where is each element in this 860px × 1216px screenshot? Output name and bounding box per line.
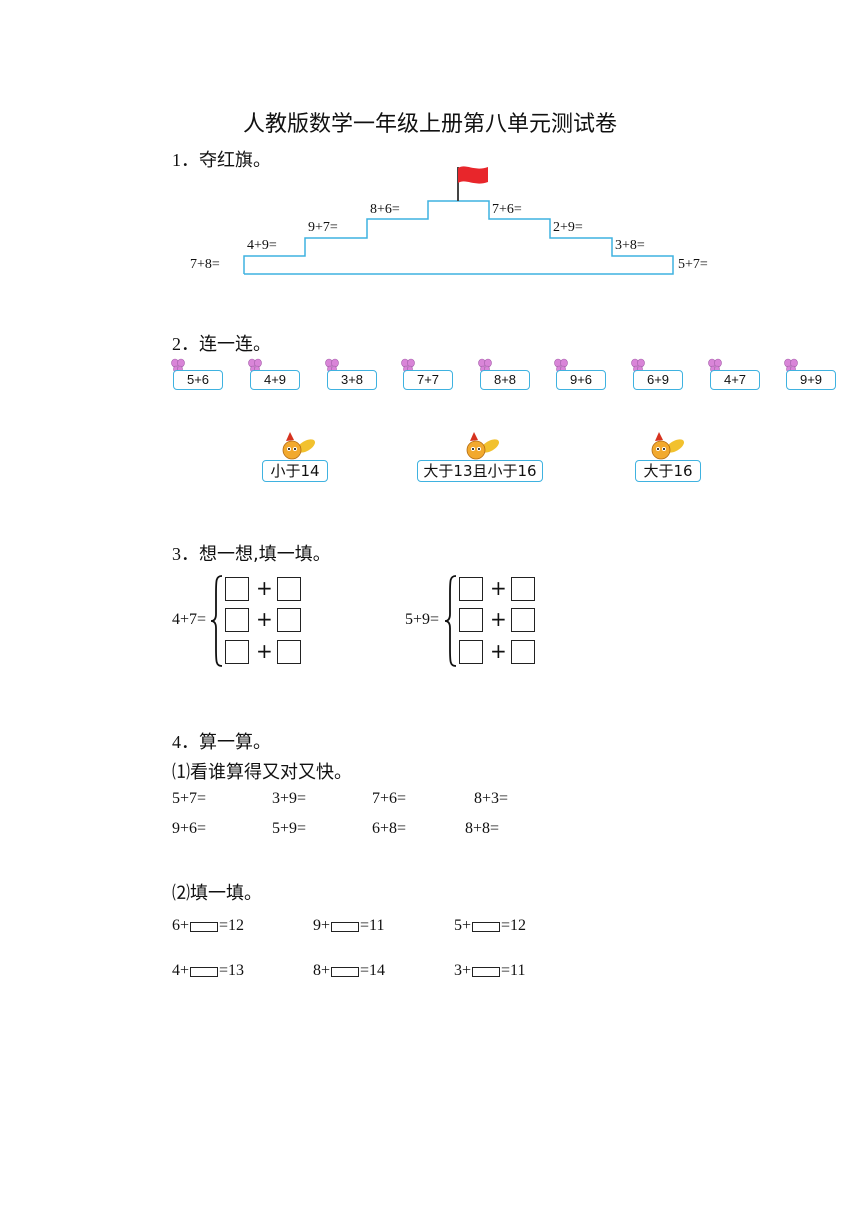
answer-box[interactable] [511, 577, 535, 601]
calc-item: 8+3= [474, 790, 509, 807]
fill-blank-prefix: 6+ [172, 917, 190, 934]
step-expression: 9+7= [308, 220, 338, 235]
match-card[interactable]: 5+6 [173, 370, 223, 390]
fill-blank-box[interactable] [331, 967, 360, 977]
fill-blank-box[interactable] [472, 922, 501, 932]
calc-item: 3+9= [272, 790, 307, 807]
fill-blank-item: 8+ =14 [313, 962, 385, 980]
step-expression: 8+6= [370, 202, 400, 217]
decompose-expression: 5+9= [405, 611, 440, 628]
match-card[interactable]: 9+6 [556, 370, 606, 390]
answer-box[interactable] [225, 640, 249, 664]
bird-icon [282, 432, 316, 460]
match-card[interactable]: 6+9 [633, 370, 683, 390]
fill-blank-suffix: =13 [219, 962, 245, 979]
staircase-outline [243, 200, 674, 275]
question-4-heading: 4．算一算。 [172, 728, 271, 754]
answer-box[interactable] [459, 608, 483, 632]
question-1-text: 夺红旗。 [199, 150, 271, 171]
calc-item: 5+7= [172, 790, 207, 807]
match-target[interactable]: 大于16 [635, 460, 701, 482]
page-title: 人教版数学一年级上册第八单元测试卷 [242, 112, 617, 137]
step-expression: 5+7= [678, 257, 708, 272]
plus-sign: + [256, 607, 273, 631]
fill-blank-item: 5+ =12 [454, 917, 526, 935]
part-2-heading: ⑵填一填。 [172, 883, 262, 904]
question-1-heading: 1．夺红旗。 [172, 146, 271, 172]
fill-blank-item: 9+ =11 [313, 917, 384, 935]
match-target[interactable]: 小于14 [262, 460, 328, 482]
answer-box[interactable] [277, 608, 301, 632]
fill-blank-box[interactable] [331, 922, 360, 932]
bird-icon [651, 432, 685, 460]
bird-decorations [282, 432, 685, 460]
fill-blank-suffix: =12 [501, 917, 527, 934]
question-3-heading: 3．想一想,填一填。 [172, 540, 331, 566]
match-card[interactable]: 8+8 [480, 370, 530, 390]
fill-blank-box[interactable] [190, 967, 219, 977]
question-4-text: 算一算。 [199, 732, 271, 753]
plus-sign: + [256, 639, 273, 663]
calc-item: 6+8= [372, 820, 407, 837]
question-2-heading: 2．连一连。 [172, 330, 271, 356]
answer-box[interactable] [459, 577, 483, 601]
answer-box[interactable] [511, 608, 535, 632]
butterfly-icon [631, 358, 645, 373]
fill-blank-prefix: 4+ [172, 962, 190, 979]
fill-blank-prefix: 3+ [454, 962, 472, 979]
plus-sign: + [490, 607, 507, 631]
question-1-number: 1． [172, 150, 199, 170]
calc-item: 8+8= [465, 820, 500, 837]
fill-blank-suffix: =12 [219, 917, 245, 934]
fill-blank-box[interactable] [190, 922, 219, 932]
butterfly-icon [478, 358, 492, 373]
match-card[interactable]: 9+9 [786, 370, 836, 390]
match-card[interactable]: 7+7 [403, 370, 453, 390]
answer-box[interactable] [225, 577, 249, 601]
calc-item: 7+6= [372, 790, 407, 807]
fill-blank-suffix: =11 [360, 917, 385, 934]
match-target[interactable]: 大于13且小于16 [417, 460, 543, 482]
left-brace-icon [444, 575, 457, 667]
answer-box[interactable] [277, 577, 301, 601]
fill-blank-prefix: 5+ [454, 917, 472, 934]
fill-blank-suffix: =11 [501, 962, 526, 979]
fill-blank-item: 6+ =12 [172, 917, 244, 935]
match-card[interactable]: 4+9 [250, 370, 300, 390]
step-expression: 4+9= [247, 238, 277, 253]
part-1-heading: ⑴看谁算得又对又快。 [172, 762, 352, 783]
step-expression: 7+6= [492, 202, 522, 217]
red-flag-icon [458, 166, 488, 184]
answer-box[interactable] [225, 608, 249, 632]
step-expression: 7+8= [190, 257, 220, 272]
fill-blank-suffix: =14 [360, 962, 386, 979]
fill-blank-box[interactable] [472, 967, 501, 977]
fill-blank-prefix: 9+ [313, 917, 331, 934]
question-3-number: 3． [172, 544, 199, 564]
question-3-text: 想一想,填一填。 [199, 544, 331, 565]
bird-icon [466, 432, 500, 460]
step-expression: 2+9= [553, 220, 583, 235]
fill-blank-item: 4+ =13 [172, 962, 244, 980]
question-2-number: 2． [172, 334, 199, 354]
left-brace-icon [210, 575, 223, 667]
answer-box[interactable] [277, 640, 301, 664]
step-expression: 3+8= [615, 238, 645, 253]
staircase-diagram [243, 166, 674, 275]
answer-box[interactable] [511, 640, 535, 664]
question-2-text: 连一连。 [199, 334, 271, 355]
calc-item: 5+9= [272, 820, 307, 837]
decompose-expression: 4+7= [172, 611, 207, 628]
plus-sign: + [490, 639, 507, 663]
plus-sign: + [256, 576, 273, 600]
question-4-number: 4． [172, 732, 199, 752]
match-card[interactable]: 4+7 [710, 370, 760, 390]
answer-box[interactable] [459, 640, 483, 664]
fill-blank-item: 3+ =11 [454, 962, 525, 980]
calc-item: 9+6= [172, 820, 207, 837]
plus-sign: + [490, 576, 507, 600]
match-card[interactable]: 3+8 [327, 370, 377, 390]
fill-blank-prefix: 8+ [313, 962, 331, 979]
